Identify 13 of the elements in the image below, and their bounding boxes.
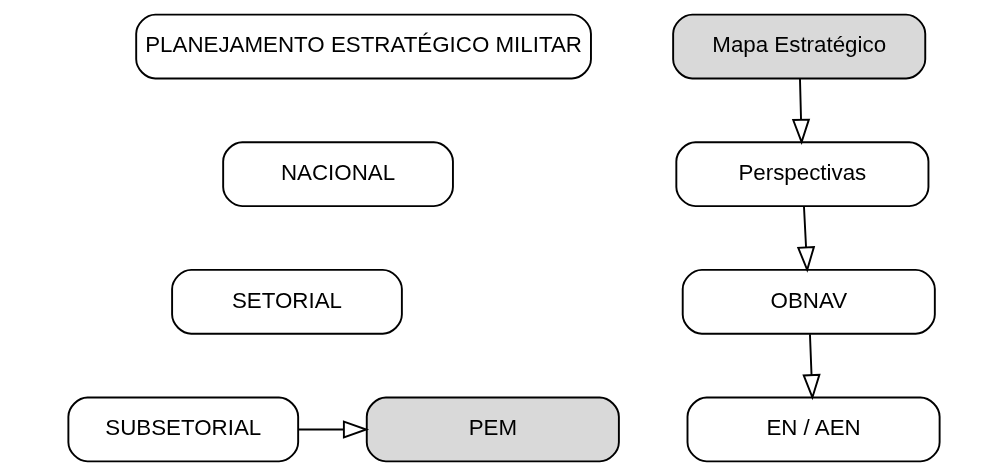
arrow	[791, 77, 810, 146]
node-box: EN / AEN	[686, 396, 941, 463]
node-box: OBNAV	[681, 268, 936, 335]
arrow	[801, 333, 821, 401]
node-box: SETORIAL	[170, 268, 403, 335]
node-box: SUBSETORIAL	[66, 396, 299, 463]
node-box: NACIONAL	[221, 141, 454, 208]
node-box: Perspectivas	[674, 141, 929, 208]
node-box: PLANEJAMENTO ESTRATÉGICO MILITAR	[134, 13, 592, 80]
arrow	[297, 420, 369, 439]
arrow	[796, 205, 815, 273]
node-box: Mapa Estratégico	[671, 13, 926, 80]
node-box: PEM	[365, 396, 620, 463]
